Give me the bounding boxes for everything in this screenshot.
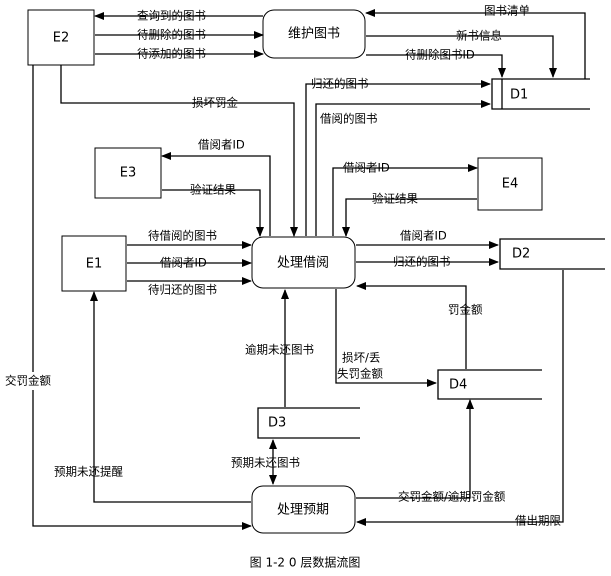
flow-label: 待添加的图书 bbox=[137, 47, 206, 61]
flow-label: 借阅者ID bbox=[400, 229, 447, 243]
process-handle-overdue: 处理预期 bbox=[251, 485, 356, 534]
process-maintain-label: 维护图书 bbox=[288, 27, 340, 42]
flow-label: 图书清单 bbox=[484, 4, 530, 18]
d3-label: D3 bbox=[268, 416, 286, 431]
data-store-d1: D1 bbox=[491, 78, 590, 110]
flow-returned-books-d2: 归还的图书 bbox=[356, 255, 499, 269]
flow-overdue-books-d3: 逾期未还图书 bbox=[245, 289, 314, 407]
flow-label: 损坏罚金 bbox=[192, 96, 238, 110]
flow-label: 验证结果 bbox=[190, 183, 236, 197]
process-borrow-label: 处理借阅 bbox=[277, 256, 329, 271]
flow-verify-result-e3: 验证结果 bbox=[162, 183, 264, 237]
flow-label: 归还的图书 bbox=[393, 255, 451, 269]
flow-new-book-info: 新书信息 bbox=[366, 29, 557, 78]
flow-label: 待借阅的图书 bbox=[148, 229, 217, 243]
flow-label: 查询到的图书 bbox=[137, 9, 206, 23]
data-store-d4: D4 bbox=[437, 369, 542, 400]
e1-label: E1 bbox=[86, 257, 103, 272]
e3-label: E3 bbox=[120, 166, 137, 181]
flow-label: 归还的图书 bbox=[311, 77, 369, 91]
flow-books-to-add: 待添加的图书 bbox=[95, 47, 264, 61]
flow-damage-fine: 损坏罚金 bbox=[60, 65, 298, 237]
flow-label: 新书信息 bbox=[456, 29, 502, 43]
process-overdue-label: 处理预期 bbox=[277, 503, 329, 518]
flow-queried-books: 查询到的图书 bbox=[94, 9, 263, 23]
flow-label: 罚金额 bbox=[448, 303, 483, 317]
flow-label: 预期未还提醒 bbox=[54, 465, 123, 479]
flow-book-list: 图书清单 bbox=[365, 4, 586, 79]
flow-label: 借阅者ID bbox=[160, 256, 207, 270]
flow-fine-amount: 罚金额 bbox=[356, 282, 483, 369]
process-handle-borrow: 处理借阅 bbox=[251, 236, 356, 289]
flow-label: 验证结果 bbox=[372, 192, 418, 206]
flow-label: 借阅的图书 bbox=[320, 112, 378, 126]
flow-label: 待删除的图书 bbox=[137, 28, 206, 42]
external-entity-e2: E2 bbox=[27, 9, 95, 66]
data-store-d3: D3 bbox=[257, 407, 360, 439]
flow-reader-id-e3: 借阅者ID bbox=[161, 138, 271, 236]
flow-label: 待删除图书ID bbox=[405, 48, 475, 62]
flow-label: 逾期未还图书 bbox=[245, 343, 314, 357]
flow-label: 损坏/丢 bbox=[342, 351, 380, 365]
flow-reader-id-d2: 借阅者ID bbox=[356, 229, 499, 249]
d2-label: D2 bbox=[512, 247, 530, 262]
flow-borrow-period: 借出期限 bbox=[356, 270, 564, 528]
data-store-d2: D2 bbox=[499, 238, 605, 270]
external-entity-e3: E3 bbox=[94, 147, 162, 199]
flow-reader-id-e4: 借阅者ID bbox=[332, 161, 478, 236]
flow-label: 借阅者ID bbox=[343, 161, 390, 175]
process-maintain-books: 维护图书 bbox=[262, 9, 366, 59]
flow-paid-overdue-fine: 交罚金额/逾期罚金额 bbox=[356, 399, 506, 504]
flow-returned-books-d1: 归还的图书 bbox=[305, 77, 491, 236]
external-entity-e4: E4 bbox=[477, 157, 543, 211]
flow-overdue-books-p: 预期未还图书 bbox=[231, 439, 300, 485]
flow-label: 借阅者ID bbox=[198, 138, 245, 152]
figure-caption: 图 1-2 0 层数据流图 bbox=[250, 555, 361, 570]
flow-borrowed-books-d1: 借阅的图书 bbox=[315, 100, 491, 236]
flow-reader-id-e1: 借阅者ID bbox=[127, 256, 252, 270]
flow-books-to-borrow: 待借阅的图书 bbox=[127, 229, 252, 249]
flow-delete-book-id: 待删除图书ID bbox=[366, 48, 506, 78]
flow-overdue-reminder: 预期未还提醒 bbox=[54, 291, 251, 503]
flow-label: 借出期限 bbox=[515, 514, 561, 528]
flow-books-to-delete: 待删除的图书 bbox=[95, 28, 264, 42]
flow-label: 待归还的图书 bbox=[148, 283, 217, 297]
flow-label: 失罚金额 bbox=[337, 367, 383, 381]
flow-pay-fine: 交罚金额 bbox=[4, 65, 252, 530]
flow-label: 预期未还图书 bbox=[231, 456, 300, 470]
d4-label: D4 bbox=[449, 378, 467, 393]
e4-label: E4 bbox=[502, 177, 519, 192]
flow-label: 交罚金额/逾期罚金额 bbox=[398, 490, 506, 504]
flow-books-to-return: 待归还的图书 bbox=[127, 277, 252, 297]
external-entity-e1: E1 bbox=[61, 235, 127, 292]
flow-label: 交罚金额 bbox=[5, 374, 51, 388]
d1-label: D1 bbox=[510, 88, 528, 103]
flow-damage-loss-fine: 损坏/丢 失罚金额 bbox=[335, 289, 437, 387]
flow-verify-result-e4: 验证结果 bbox=[342, 192, 477, 237]
e2-label: E2 bbox=[53, 31, 70, 46]
